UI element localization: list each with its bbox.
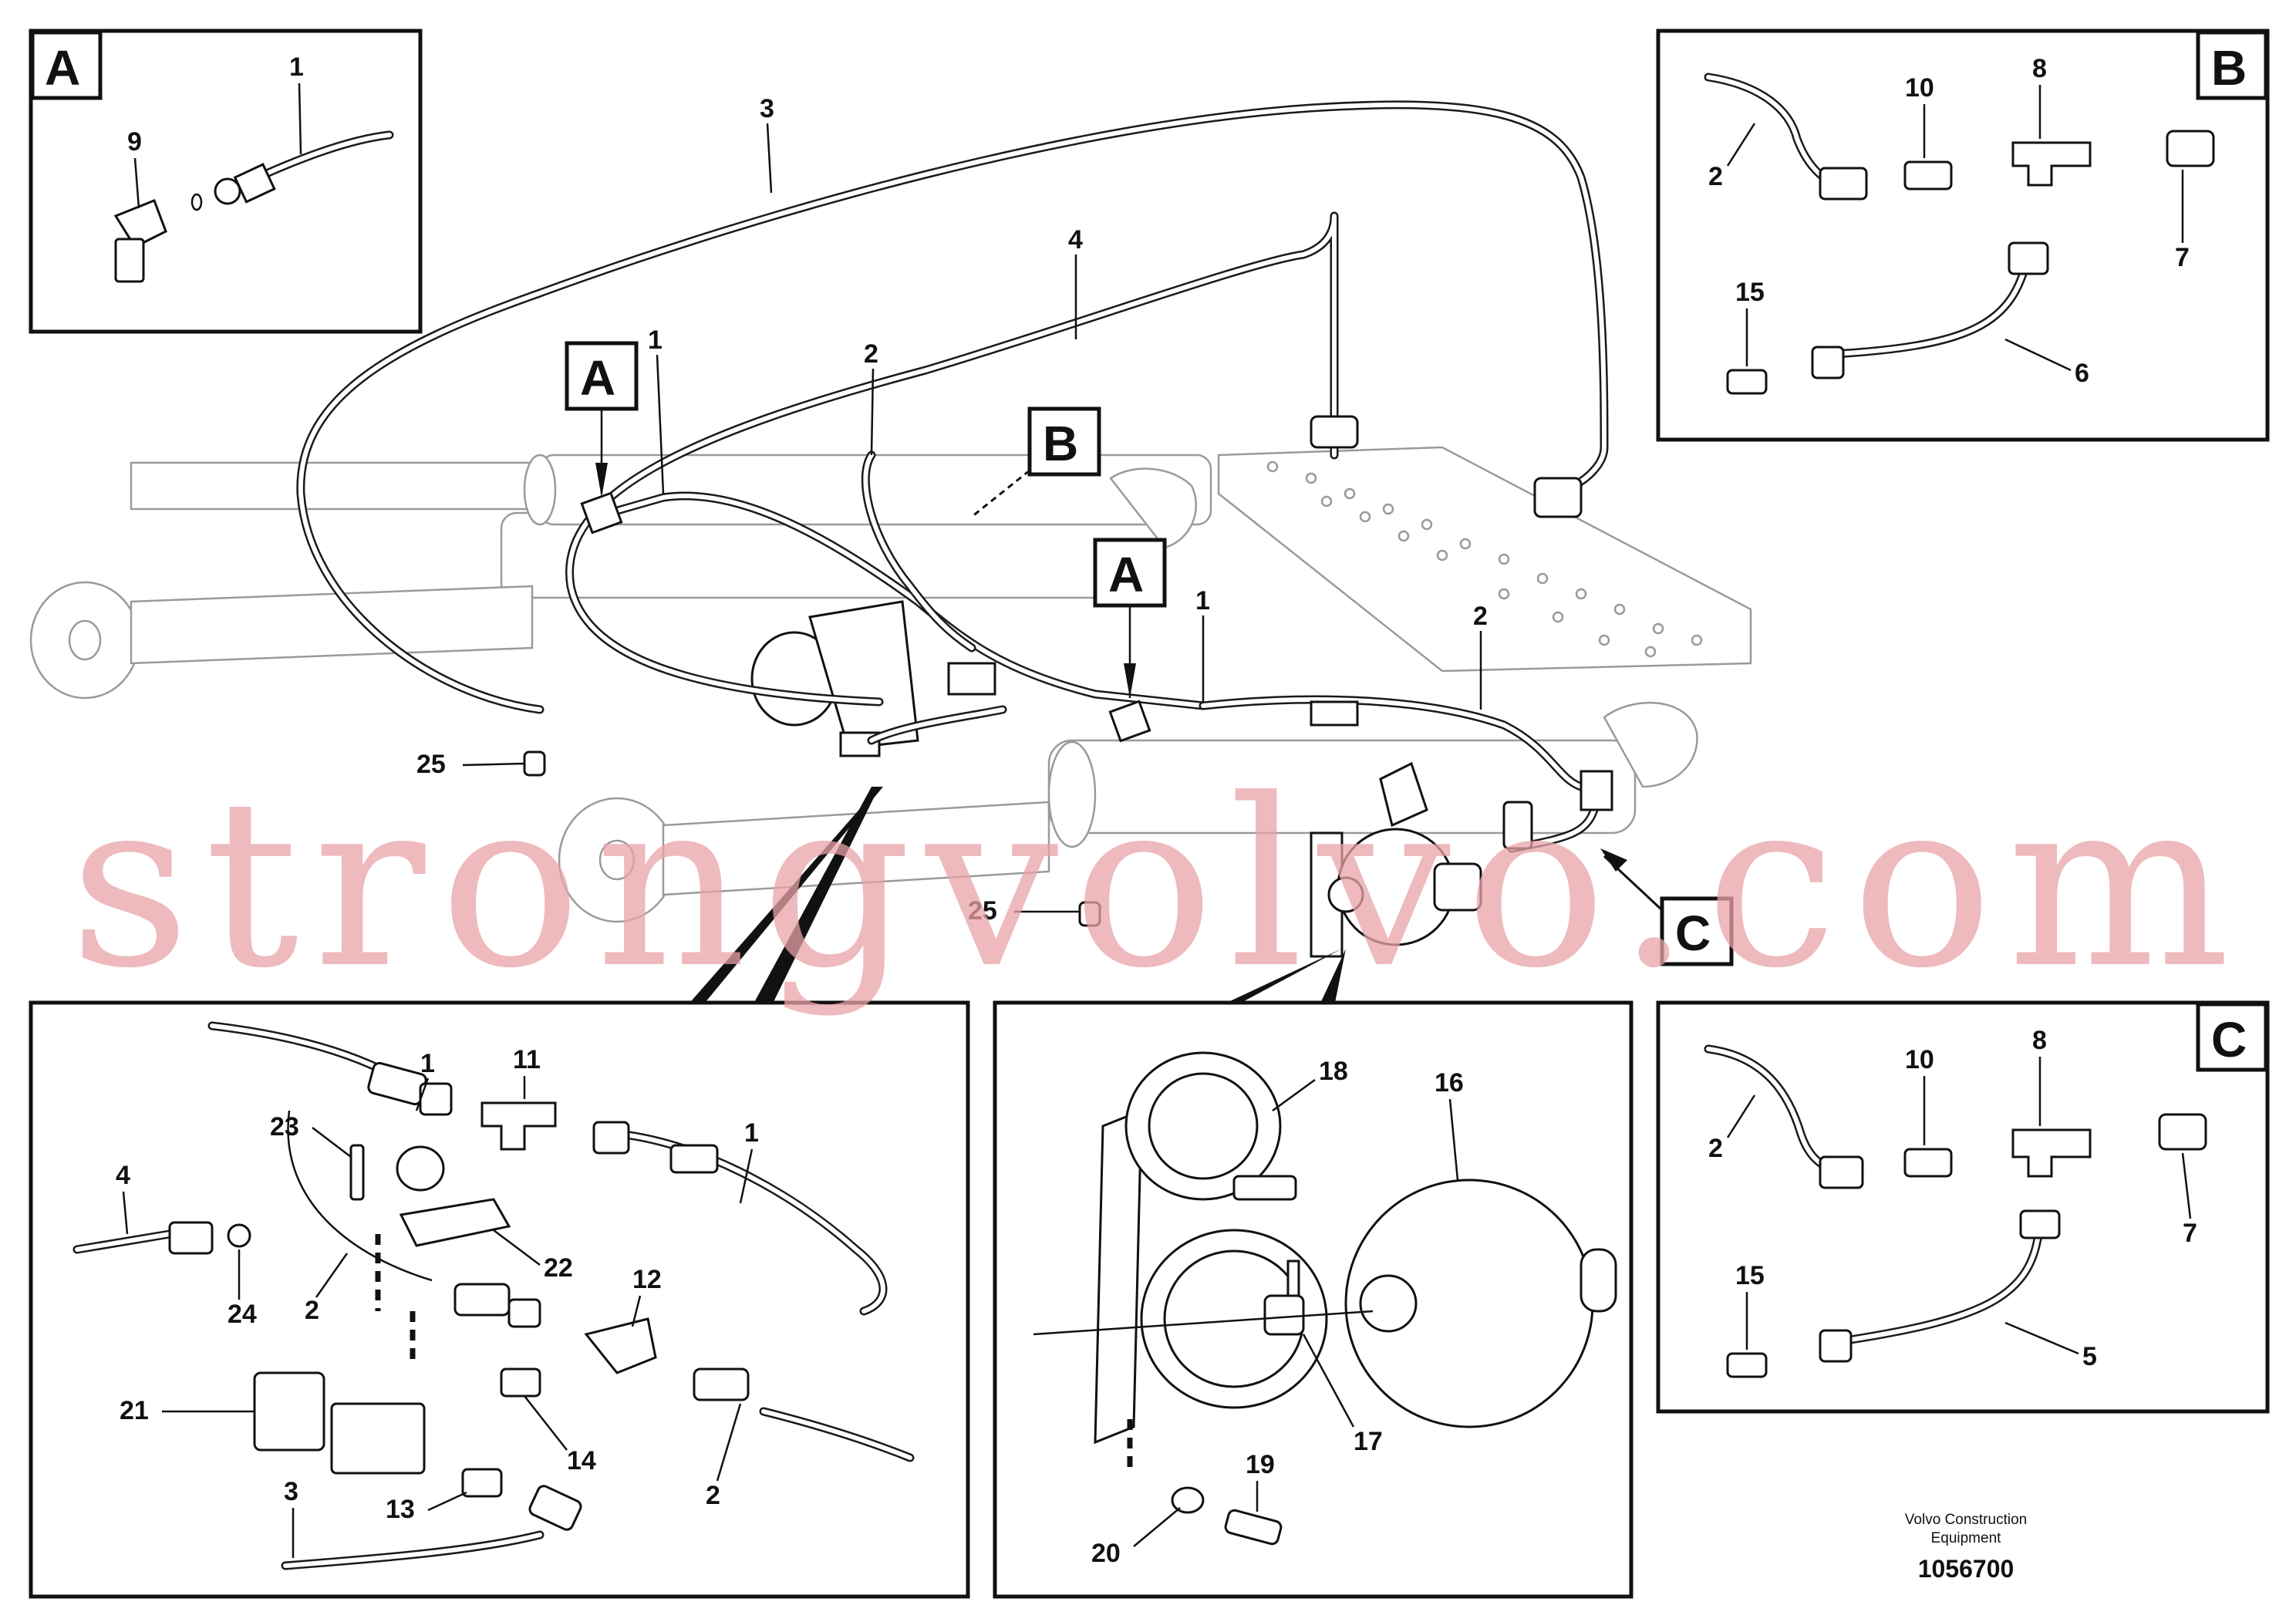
detail-pointer xyxy=(1319,949,1346,1007)
svg-text:A: A xyxy=(1108,547,1144,602)
valve-block xyxy=(750,600,996,757)
detail-accumulator-frame: 18 16 17 19 20 xyxy=(993,1000,1633,1599)
callout-21: 21 xyxy=(120,1396,149,1425)
callout-8: 8 xyxy=(2032,1026,2047,1055)
callout-7: 7 xyxy=(2183,1219,2197,1248)
callout-2: 2 xyxy=(1708,162,1723,191)
svg-text:A: A xyxy=(580,350,615,406)
callout-10: 10 xyxy=(1905,1045,1934,1074)
fittings xyxy=(523,415,1613,927)
callout-23: 23 xyxy=(270,1112,299,1141)
callout-24: 24 xyxy=(228,1300,257,1329)
svg-text:B: B xyxy=(1043,416,1078,471)
detail-pointer xyxy=(1219,949,1342,1007)
callout-6: 6 xyxy=(2075,359,2089,388)
callout-2: 2 xyxy=(305,1296,319,1325)
callout-15: 15 xyxy=(1735,278,1765,307)
callout-19: 19 xyxy=(1246,1450,1275,1479)
credit-line-2: Equipment xyxy=(1931,1530,2002,1546)
callout-2: 2 xyxy=(1708,1134,1723,1163)
credit-line-1: Volvo Construction xyxy=(1905,1512,2027,1528)
upper-cylinder xyxy=(29,454,1212,700)
callout-20: 20 xyxy=(1091,1539,1121,1568)
callout-2: 2 xyxy=(1473,602,1488,631)
callout-11: 11 xyxy=(513,1045,541,1074)
main-assembly: 3 4 1 2 1 2 25 25 A B xyxy=(29,94,1752,1007)
watermark: strongvolvo.com xyxy=(69,750,2244,1019)
main-callouts: 3 4 1 2 1 2 25 25 xyxy=(416,94,1488,926)
callout-22: 22 xyxy=(544,1253,573,1283)
callout-4: 4 xyxy=(116,1161,130,1190)
callout-1: 1 xyxy=(289,52,304,82)
callout-16: 16 xyxy=(1435,1068,1464,1098)
callout-3: 3 xyxy=(284,1477,298,1506)
callout-14: 14 xyxy=(567,1446,596,1475)
detail-b-frame: B 2 10 8 7 15 6 xyxy=(1656,29,2270,442)
callout-2: 2 xyxy=(864,339,878,369)
callout-12: 12 xyxy=(632,1265,662,1294)
accumulator xyxy=(1310,761,1482,958)
callout-8: 8 xyxy=(2032,54,2047,83)
callout-25: 25 xyxy=(416,750,446,779)
callout-18: 18 xyxy=(1319,1057,1348,1086)
lower-cylinder xyxy=(558,701,1698,923)
callout-15: 15 xyxy=(1735,1261,1765,1290)
drawing-number: 1056700 xyxy=(1918,1555,2014,1583)
detail-c-frame: C 2 10 8 7 15 5 xyxy=(1656,1000,2270,1414)
callout-1: 1 xyxy=(648,325,663,355)
callout-25: 25 xyxy=(968,896,997,926)
detail-pointer xyxy=(686,787,883,1007)
label-c: C xyxy=(1600,848,1734,966)
mounting-plate xyxy=(1217,446,1752,673)
credit-block: Volvo Construction Equipment 1056700 xyxy=(1905,1512,2027,1583)
callout-3: 3 xyxy=(760,94,774,123)
callout-10: 10 xyxy=(1905,73,1934,103)
callout-9: 9 xyxy=(127,127,142,157)
label-a-1: A xyxy=(565,341,639,497)
callout-1: 1 xyxy=(744,1118,759,1148)
detail-pointer xyxy=(752,787,879,1007)
callout-4: 4 xyxy=(1068,225,1083,255)
callout-2: 2 xyxy=(706,1481,720,1510)
callout-1: 1 xyxy=(1195,586,1210,615)
callout-17: 17 xyxy=(1354,1427,1383,1456)
detail-a-frame: A 1 9 xyxy=(29,29,423,334)
callout-5: 5 xyxy=(2082,1342,2097,1371)
callout-7: 7 xyxy=(2175,243,2190,272)
label-b: B xyxy=(971,406,1101,518)
detail-valve-frame: 1 11 23 1 4 24 2 22 12 21 14 2 13 3 xyxy=(29,1000,970,1599)
callout-1: 1 xyxy=(420,1049,435,1078)
svg-text:C: C xyxy=(1675,905,1711,961)
detail-c-label: C xyxy=(2211,1012,2247,1067)
detail-a-label: A xyxy=(45,40,80,96)
callout-13: 13 xyxy=(386,1495,415,1524)
label-a-2: A xyxy=(1093,538,1167,698)
detail-b-label: B xyxy=(2211,40,2247,96)
